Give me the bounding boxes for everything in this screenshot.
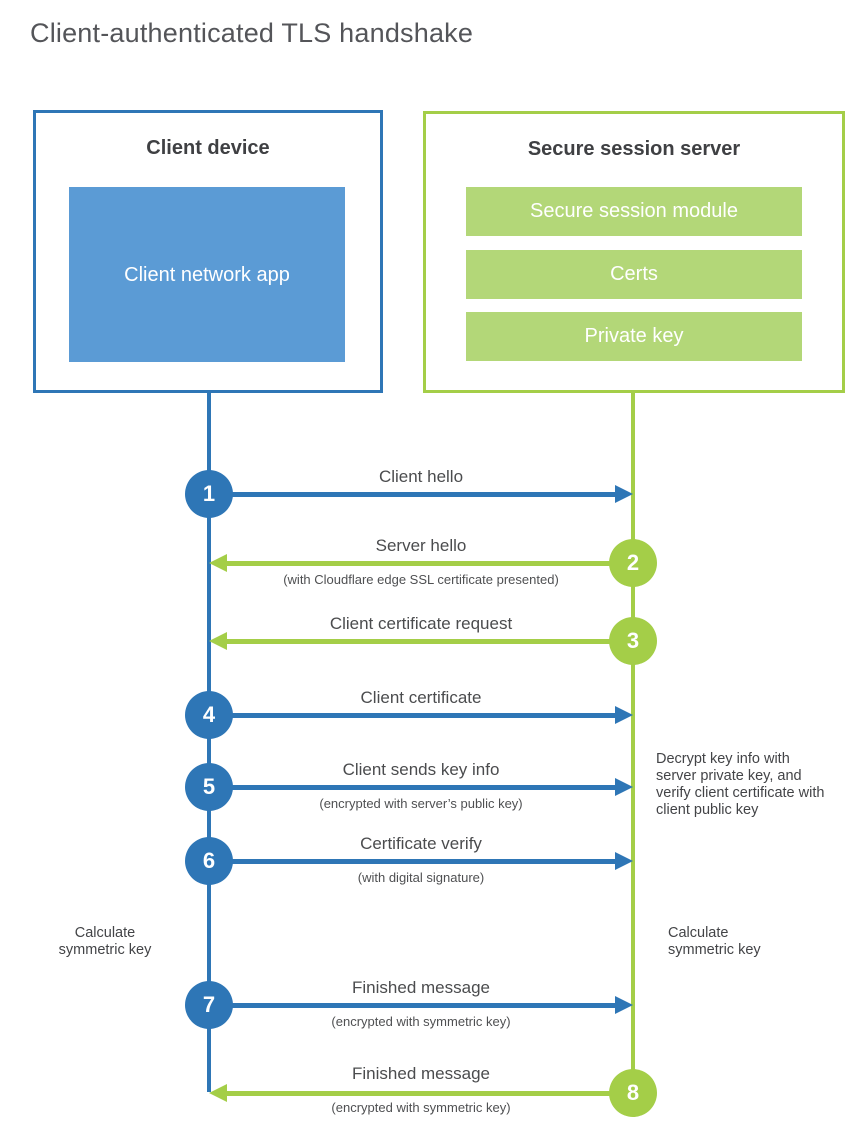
step-4-arrow-line — [209, 713, 617, 718]
server-module-secure-session: Secure session module — [466, 187, 802, 236]
step-7-number: 7 — [202, 992, 216, 1017]
step-1-arrow-line — [209, 492, 617, 497]
calculate-symmetric-key-server: Calculate symmetric key — [668, 925, 761, 958]
step-1-badge: 1 — [185, 470, 233, 518]
step-8-badge: 8 — [609, 1069, 657, 1117]
step-5-arrow-line — [209, 785, 617, 790]
server-lifeline — [631, 393, 635, 1095]
secure-session-server-box: Secure session server Secure session mod… — [423, 111, 845, 393]
step-2-badge: 2 — [609, 539, 657, 587]
step-2-label: Server hello — [375, 536, 467, 555]
page-title: Client-authenticated TLS handshake — [30, 18, 474, 48]
step-8-arrow-line — [225, 1091, 633, 1096]
calculate-symmetric-key-client: Calculate symmetric key — [58, 925, 152, 958]
step-8-label: Finished message — [352, 1064, 490, 1083]
step-3-arrow-line — [225, 639, 633, 644]
step-2-arrowhead-icon — [209, 554, 227, 572]
step-2-arrow-line — [225, 561, 633, 566]
step-2-number: 2 — [626, 550, 640, 575]
step-5-arrowhead-icon — [615, 778, 633, 796]
step-4-badge: 4 — [185, 691, 233, 739]
server-module-private-key: Private key — [466, 312, 802, 361]
client-device-title: Client device — [146, 137, 270, 159]
step-8-number: 8 — [626, 1080, 640, 1105]
step-1-arrowhead-icon — [615, 485, 633, 503]
step-7-badge: 7 — [185, 981, 233, 1029]
step-4-label: Client certificate — [360, 688, 482, 707]
step-5-badge: 5 — [185, 763, 233, 811]
step-4-arrowhead-icon — [615, 706, 633, 724]
step-3-number: 3 — [626, 628, 640, 653]
step-6-arrowhead-icon — [615, 852, 633, 870]
step-7-label: Finished message — [352, 978, 490, 997]
client-device-box: Client device Client network app — [33, 110, 383, 393]
step-3-badge: 3 — [609, 617, 657, 665]
client-network-app-box: Client network app — [69, 187, 345, 362]
step-7-arrow-line — [209, 1003, 617, 1008]
step-6-number: 6 — [202, 848, 216, 873]
step-6-badge: 6 — [185, 837, 233, 885]
step-3-label: Client certificate request — [329, 614, 513, 633]
step-4-number: 4 — [202, 702, 216, 727]
step-1-label: Client hello — [378, 467, 464, 486]
step-1-number: 1 — [202, 481, 216, 506]
step-5-label: Client sends key info — [342, 760, 500, 779]
step-2-sublabel: (with Cloudflare edge SSL certificate pr… — [283, 572, 559, 587]
step-7-arrowhead-icon — [615, 996, 633, 1014]
step-8-arrowhead-icon — [209, 1084, 227, 1102]
client-network-app-label: Client network app — [124, 263, 290, 286]
step-6-arrow-line — [209, 859, 617, 864]
secure-session-server-title: Secure session server — [527, 138, 741, 160]
step-6-sublabel: (with digital signature) — [357, 870, 485, 885]
step-6-label: Certificate verify — [360, 834, 482, 853]
step-7-sublabel: (encrypted with symmetric key) — [331, 1014, 511, 1029]
client-lifeline — [207, 393, 211, 1092]
step-5-number: 5 — [202, 774, 216, 799]
server-module-certs: Certs — [466, 250, 802, 299]
step-5-sublabel: (encrypted with server’s public key) — [319, 796, 523, 811]
step-3-arrowhead-icon — [209, 632, 227, 650]
step-8-sublabel: (encrypted with symmetric key) — [331, 1100, 511, 1115]
decrypt-key-note: Decrypt key info with server private key… — [656, 751, 825, 818]
